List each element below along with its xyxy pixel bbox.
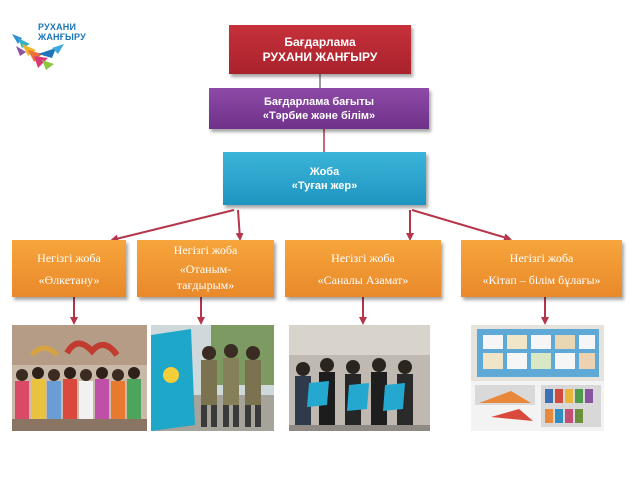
arrow-to-olketanu	[110, 209, 235, 243]
subproject-label: Негізгі жоба	[37, 250, 101, 265]
direction-title: «Тәрбие және білім»	[262, 109, 376, 122]
subproject-label: Негізгі жоба	[331, 250, 395, 265]
photo-library-bookshelf	[471, 325, 604, 431]
subproject-box-sanaly-azamat: Негізгі жоба «Саналы Азамат»	[285, 240, 441, 297]
logo-line1: РУХАНИ	[38, 22, 77, 32]
photo-students-with-flags	[289, 325, 430, 431]
subproject-title: «Өлкетану»	[38, 272, 100, 287]
rukhani-zhangyru-logo: РУХАНИ ЖАНҒЫРУ	[8, 12, 110, 76]
direction-label: Бағдарлама бағыты	[263, 95, 375, 108]
program-label: Бағдарлама	[284, 34, 356, 49]
subproject-title-line2: тағдырым»	[176, 278, 235, 292]
arrow-to-kitap	[411, 209, 512, 242]
photo-flag-ceremony	[151, 325, 274, 431]
bird-logo-icon	[12, 34, 64, 70]
subproject-title: «Кітап – білім бұлағы»	[482, 272, 601, 287]
project-label: Жоба	[309, 165, 340, 178]
subproject-label: Негізгі жоба	[173, 243, 238, 257]
subproject-box-olketanu: Негізгі жоба «Өлкетану»	[12, 240, 126, 297]
logo-line2: ЖАНҒЫРУ	[38, 32, 86, 42]
arrow-to-otanym	[235, 209, 244, 241]
subproject-label: Негізгі жоба	[509, 250, 574, 265]
subproject-title-line1: «Отаным-	[179, 262, 232, 276]
project-title: «Туған жер»	[291, 179, 358, 192]
subproject-box-otanym: Негізгі жоба «Отаным- тағдырым»	[137, 240, 274, 297]
subproject-box-kitap: Негізгі жоба «Кітап – білім бұлағы»	[461, 240, 622, 297]
program-direction-box: Бағдарлама бағыты «Тәрбие және білім»	[209, 88, 429, 129]
subproject-title: «Саналы Азамат»	[317, 272, 409, 287]
logo-text: РУХАНИ ЖАНҒЫРУ	[38, 22, 86, 42]
program-title: РУХАНИ ЖАНҒЫРУ	[262, 49, 378, 64]
program-box: Бағдарлама РУХАНИ ЖАНҒЫРУ	[229, 25, 411, 74]
project-box: Жоба «Туған жер»	[223, 152, 426, 205]
photo-children-group	[12, 325, 147, 431]
